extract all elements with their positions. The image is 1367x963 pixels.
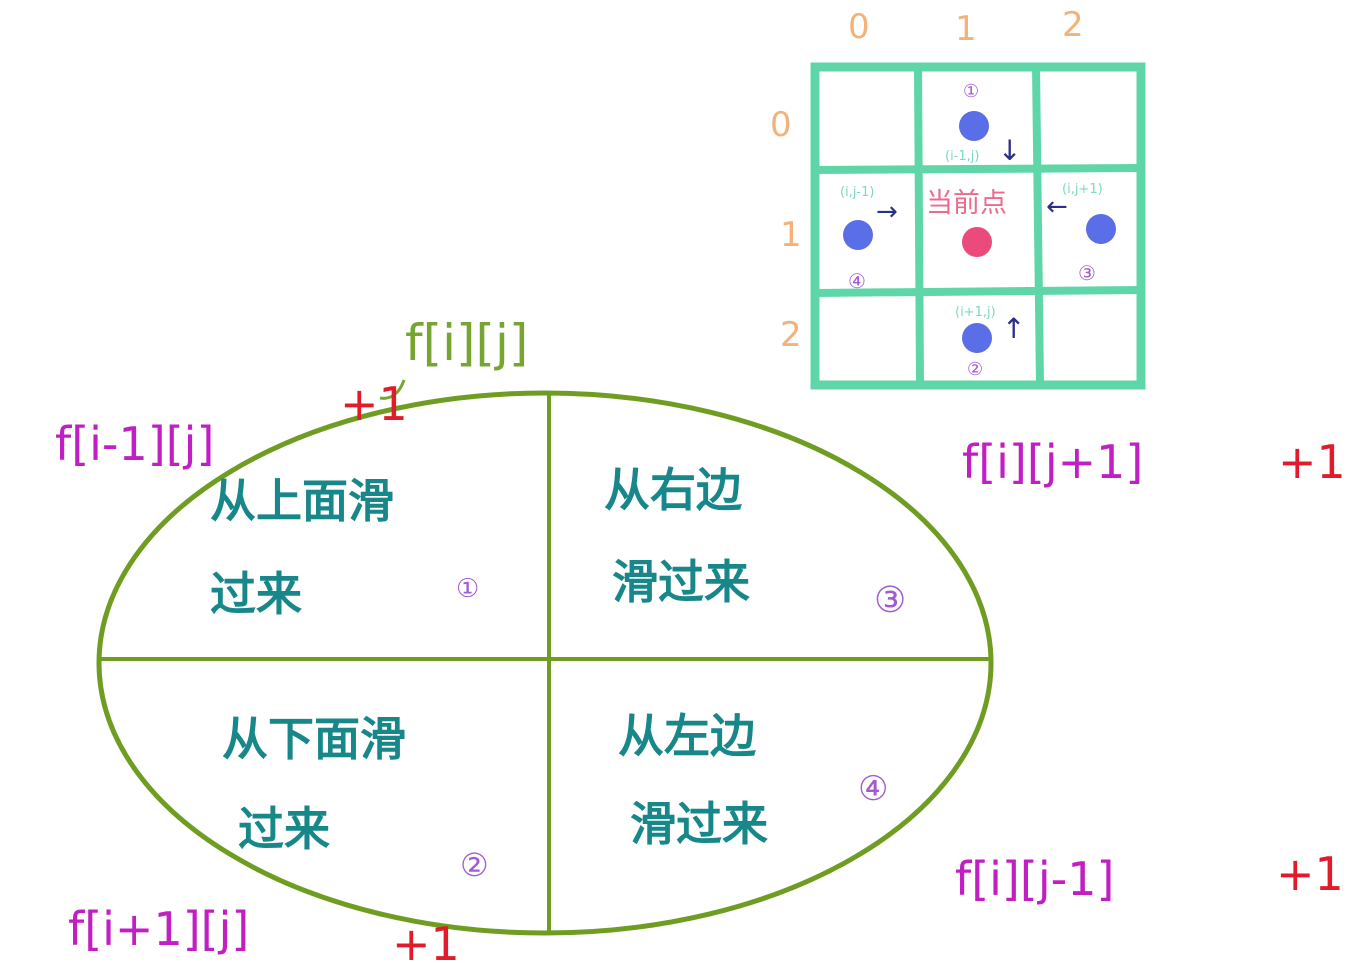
formula-top-left-plus: +1 (340, 377, 408, 431)
formula-top-left: f[i-1][j] +1 (55, 377, 408, 471)
grid-center-label: 当前点 (926, 188, 1007, 219)
grid-top-coord: (i-1,j) (945, 149, 979, 164)
q3-num: ③ (874, 580, 906, 621)
formula-top-right-plus: +1 (1278, 435, 1346, 489)
grid-line-h2 (814, 286, 1142, 297)
formula-top-right-main: f[i][j+1] (962, 435, 1143, 489)
formula-bottom-left: f[i+1][j] +1 (68, 902, 460, 963)
q4-line2: 滑过来 (630, 797, 768, 851)
formula-bottom-right-main: f[i][j-1] (955, 852, 1114, 906)
grid-line-v1 (914, 66, 924, 386)
formula-bottom-left-main: f[i+1][j] (68, 902, 249, 956)
grid-bottom-num: ② (967, 359, 983, 380)
grid-left-dot (843, 220, 873, 250)
grid-top-dot (959, 111, 989, 141)
grid-top-arrow: ↓ (998, 134, 1021, 167)
grid-line-v2 (1032, 66, 1044, 386)
grid-bottom-arrow: ↑ (1002, 312, 1025, 345)
grid-border (810, 62, 1146, 390)
grid-line-h1 (814, 164, 1142, 174)
grid-row-label-0: 0 (770, 105, 792, 145)
q3-line1: 从右边 (604, 463, 743, 517)
grid-right-coord: (i,j+1) (1062, 182, 1103, 197)
grid-right-num: ③ (1078, 261, 1096, 285)
ellipse-outline (96, 390, 994, 936)
q3-line2: 滑过来 (612, 555, 750, 609)
grid-center-dot (962, 227, 992, 257)
q1-num: ① (456, 574, 479, 604)
formula-bottom-left-plus: +1 (392, 917, 460, 963)
grid-left-arrow: → (876, 197, 898, 227)
grid-bottom-coord: (i+1,j) (955, 305, 996, 320)
ellipse-figure: 从上面滑 过来 ① 从右边 滑过来 ③ 从下面滑 过来 ② 从左边 滑过来 ④ (96, 390, 994, 936)
grid-row-label-2: 2 (780, 315, 802, 355)
center-formula: f[i][j] (405, 314, 528, 372)
q1-line1: 从上面滑 (210, 474, 394, 528)
q2-num: ② (460, 846, 489, 884)
grid-bottom-dot (962, 323, 992, 353)
grid-left-coord: (i,j-1) (840, 185, 874, 200)
grid-right-dot (1086, 214, 1116, 244)
center-formula-hook (379, 379, 406, 400)
formula-bottom-right-plus: +1 (1276, 847, 1344, 901)
grid-col-label-2: 2 (1062, 5, 1084, 45)
grid-left-num: ④ (848, 269, 866, 293)
formula-top-right: f[i][j+1] +1 (962, 435, 1346, 489)
grid-figure: 0 1 2 0 1 2 ① (i-1,j) ↓ (i,j-1) → ④ 当前点 … (770, 5, 1146, 390)
grid-right-arrow: ← (1046, 192, 1068, 222)
q4-line1: 从左边 (618, 709, 757, 763)
center-formula-group: f[i][j] (379, 314, 528, 400)
q2-line2: 过来 (238, 802, 330, 856)
grid-top-num: ① (963, 81, 979, 102)
q1-line2: 过来 (210, 567, 302, 621)
q2-line1: 从下面滑 (222, 712, 406, 766)
grid-col-label-1: 1 (955, 9, 977, 49)
formula-bottom-right: f[i][j-1] +1 (955, 847, 1344, 906)
q4-num: ④ (858, 769, 888, 809)
formula-top-left-main: f[i-1][j] (55, 417, 214, 471)
grid-col-label-0: 0 (848, 7, 870, 47)
grid-row-label-1: 1 (780, 215, 802, 255)
